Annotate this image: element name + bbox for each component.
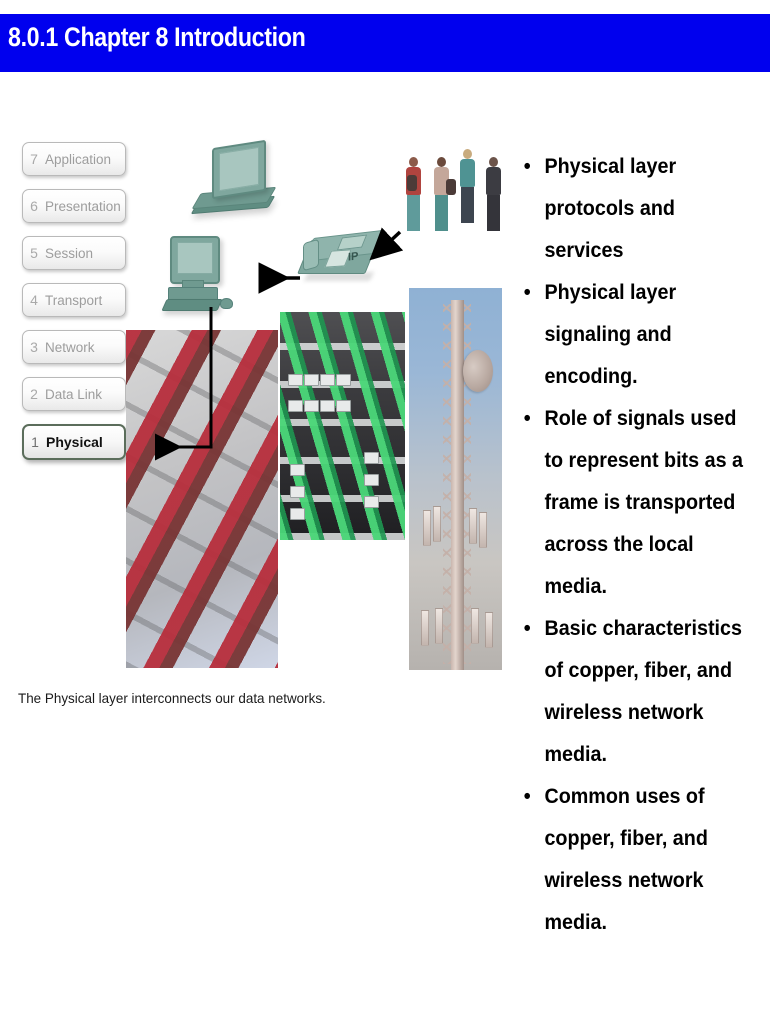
person: [406, 157, 421, 231]
osi-layer-number: 2: [30, 386, 38, 402]
person-head: [437, 157, 446, 167]
person-legs: [435, 195, 448, 231]
title-bar: [0, 14, 770, 72]
patch-port: [288, 400, 303, 412]
patch-port: [290, 486, 305, 498]
group-of-people-photo: [396, 139, 512, 235]
patch-port: [336, 374, 351, 386]
osi-layer-label: Application: [45, 151, 112, 167]
osi-layer-number: 5: [30, 245, 38, 261]
person: [486, 157, 501, 231]
microwave-dish-antenna: [463, 350, 493, 392]
patch-port: [288, 374, 303, 386]
person: [460, 149, 475, 223]
bullet-text: Common uses of copper, fiber, and wirele…: [544, 785, 708, 934]
osi-layer-label: Transport: [45, 292, 103, 308]
bullet-item: • Common uses of copper, fiber, and wire…: [520, 776, 749, 944]
person-torso: [486, 167, 501, 195]
person: [434, 157, 456, 231]
osi-layer-number: 6: [30, 198, 38, 214]
mouse-icon: [220, 298, 233, 309]
laptop-icon: [190, 139, 277, 224]
osi-layer-data-link[interactable]: 2 Data Link: [22, 377, 126, 411]
bullet-item: • Physical layer protocols and services: [520, 146, 749, 272]
bullet-list: • Physical layer protocols and services …: [520, 146, 764, 944]
red-network-cables-photo: [126, 330, 278, 668]
laptop-screen: [219, 146, 259, 192]
panel-antenna: [423, 510, 431, 546]
panel-antenna: [433, 506, 441, 542]
person-legs: [461, 187, 474, 223]
patch-port: [364, 496, 379, 508]
keyboard-icon: [161, 299, 223, 311]
bullet-text: Physical layer signaling and encoding.: [544, 281, 677, 388]
osi-layer-label: Presentation: [45, 198, 121, 214]
green-patch-panel-cables-photo: [280, 312, 405, 540]
person-head: [489, 157, 498, 167]
panel-antenna: [469, 508, 477, 544]
bullet-marker: •: [523, 281, 531, 304]
person-torso: [460, 159, 475, 187]
patch-port: [320, 374, 335, 386]
ip-phone-label: IP: [348, 250, 359, 264]
panel-antenna: [435, 608, 443, 644]
osi-layer-label: Physical: [46, 434, 103, 450]
osi-layer-number: 7: [30, 151, 38, 167]
bullet-text: Physical layer protocols and services: [544, 155, 677, 262]
osi-layer-transport[interactable]: 4 Transport: [22, 283, 126, 317]
bullet-item: • Physical layer signaling and encoding.: [520, 272, 749, 398]
bullet-text: Role of signals used to represent bits a…: [544, 407, 744, 598]
phone-handset: [303, 238, 319, 272]
osi-layer-presentation[interactable]: 6 Presentation: [22, 189, 126, 223]
ip-phone-icon: IP: [297, 229, 383, 290]
osi-layer-session[interactable]: 5 Session: [22, 236, 126, 270]
osi-layer-number: 4: [30, 292, 38, 308]
patch-port: [304, 400, 319, 412]
person-head: [409, 157, 418, 167]
monitor: [170, 236, 220, 284]
person-legs: [407, 195, 420, 231]
panel-antenna: [479, 512, 487, 548]
bullet-marker: •: [523, 785, 531, 808]
diagram-caption: The Physical layer interconnects our dat…: [18, 690, 326, 706]
panel-antenna: [485, 612, 493, 648]
osi-layer-application[interactable]: 7 Application: [22, 142, 126, 176]
patch-port: [364, 452, 379, 464]
person-torso: [434, 167, 449, 195]
osi-layer-label: Network: [45, 339, 95, 355]
bullet-text: Basic characteristics of copper, fiber, …: [544, 617, 742, 766]
osi-layer-label: Session: [45, 245, 94, 261]
tower-mast: [451, 300, 464, 670]
patch-port: [304, 374, 319, 386]
osi-layer-number: 3: [30, 339, 38, 355]
person-bag: [446, 179, 456, 195]
osi-layer-network[interactable]: 3 Network: [22, 330, 126, 364]
patch-port: [364, 474, 379, 486]
osi-layer-physical[interactable]: 1 Physical: [22, 424, 126, 460]
osi-layer-stack: 7 Application 6 Presentation 5 Session 4…: [22, 142, 126, 473]
laptop-lid: [212, 139, 266, 200]
osi-layer-number: 1: [31, 434, 39, 450]
bullet-marker: •: [523, 407, 531, 430]
desktop-computer-icon: [160, 236, 242, 318]
patch-port: [336, 400, 351, 412]
patch-port: [320, 400, 335, 412]
patch-port: [290, 464, 305, 476]
person-bag: [407, 175, 417, 191]
page-title: 8.0.1 Chapter 8 Introduction: [8, 22, 306, 52]
bullet-item: • Basic characteristics of copper, fiber…: [520, 608, 749, 776]
bullet-item: • Role of signals used to represent bits…: [520, 398, 749, 608]
bullet-marker: •: [523, 617, 531, 640]
bullet-marker: •: [523, 155, 531, 178]
osi-layer-label: Data Link: [45, 386, 103, 402]
person-head: [463, 149, 472, 159]
wireless-radio-tower-photo: [409, 288, 502, 670]
monitor-screen: [177, 242, 213, 274]
patch-port: [290, 508, 305, 520]
person-legs: [487, 195, 500, 231]
panel-antenna: [471, 608, 479, 644]
panel-antenna: [421, 610, 429, 646]
